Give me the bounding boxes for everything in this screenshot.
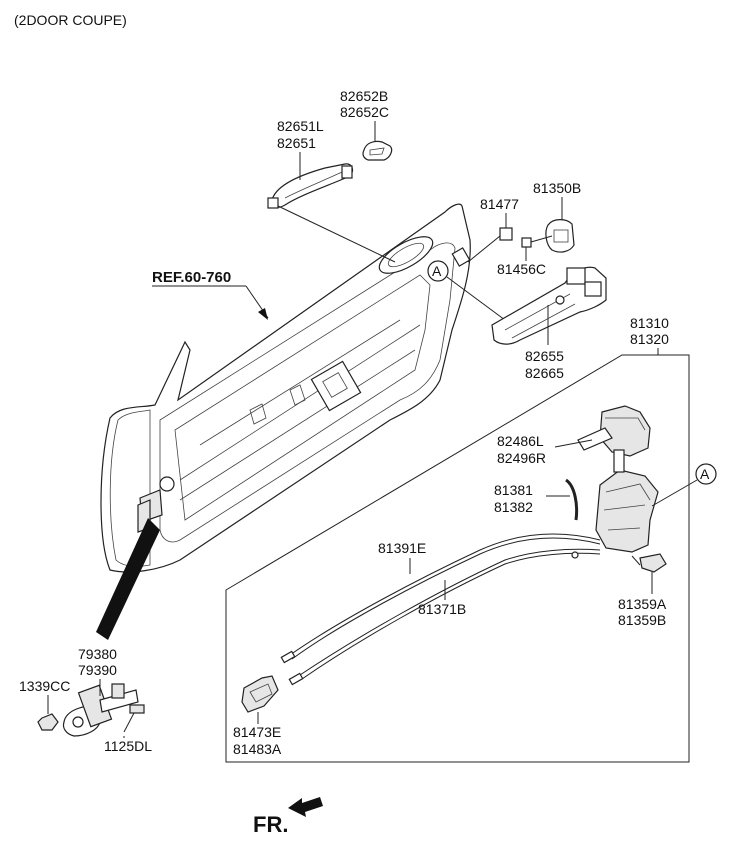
label-inner-handle-1: 81473E	[233, 724, 281, 740]
label-lock-assembly-2: 81320	[630, 331, 669, 347]
label-handle-bracket-1: 82655	[525, 348, 564, 364]
label-lock-switch-2: 81359B	[618, 612, 666, 628]
label-inner-handle-2: 81483A	[233, 741, 282, 757]
label-handle-bracket-2: 82665	[525, 365, 564, 381]
label-door-checker-1: 79380	[78, 646, 117, 662]
door-checker-part	[62, 683, 139, 737]
checker-bolt-part	[123, 704, 145, 733]
door-panel	[100, 203, 471, 573]
label-handle-cover-1: 82652B	[340, 88, 388, 104]
leader-actuator-cover	[554, 439, 593, 448]
striker-part	[545, 219, 575, 253]
handle-bracket-part	[491, 266, 607, 345]
label-door-checker-2: 79390	[78, 662, 117, 678]
bolt-part	[467, 227, 513, 263]
actuator-cover-part	[577, 405, 651, 457]
leader-callout-a-door	[446, 276, 506, 321]
leader-handle-to-door	[277, 205, 396, 263]
label-bolt: 81477	[480, 196, 519, 212]
reference-arrowhead	[258, 308, 268, 320]
leader-callout-a-assembly	[651, 479, 698, 507]
inner-handle-part	[241, 675, 279, 713]
svg-text:A: A	[700, 466, 710, 482]
label-checker-nut: 1339CC	[19, 678, 70, 694]
label-cable-upper: 81391E	[378, 540, 426, 556]
cable-lower-part	[288, 548, 601, 686]
assembly-frame	[225, 354, 690, 763]
label-checker-bolt: 1125DL	[104, 738, 152, 754]
label-lock-switch-1: 81359A	[618, 596, 667, 612]
rod-part	[565, 478, 579, 521]
lock-switch-part	[631, 553, 667, 573]
label-rod-2: 81382	[494, 499, 533, 515]
label-striker-screw: 81456C	[497, 261, 546, 277]
reference-label: REF.60-760	[152, 269, 231, 286]
front-arrow-icon	[288, 797, 323, 817]
diagram-title: (2DOOR COUPE)	[14, 12, 127, 28]
label-handle-cover-2: 82652C	[340, 104, 389, 120]
label-outside-handle-2: 82651	[277, 135, 316, 151]
checker-nut-part	[37, 713, 59, 731]
direction-label: FR.	[253, 812, 288, 837]
label-actuator-cover-1: 82486L	[497, 433, 544, 449]
svg-text:A: A	[432, 263, 442, 279]
callout-a-door: A	[427, 260, 449, 282]
checker-pointer-wedge	[96, 518, 160, 640]
callout-a-assembly: A	[695, 463, 717, 485]
label-cable-lower: 81371B	[418, 601, 466, 617]
lock-actuator-part	[595, 449, 659, 553]
label-rod-1: 81381	[494, 482, 533, 498]
label-striker: 81350B	[533, 180, 581, 196]
label-lock-assembly-1: 81310	[630, 315, 669, 331]
label-actuator-cover-2: 82496R	[497, 450, 546, 466]
outside-handle-part	[267, 163, 354, 209]
cable-upper-part	[280, 533, 601, 664]
handle-cover-part	[362, 140, 393, 161]
label-outside-handle-1: 82651L	[277, 118, 324, 134]
